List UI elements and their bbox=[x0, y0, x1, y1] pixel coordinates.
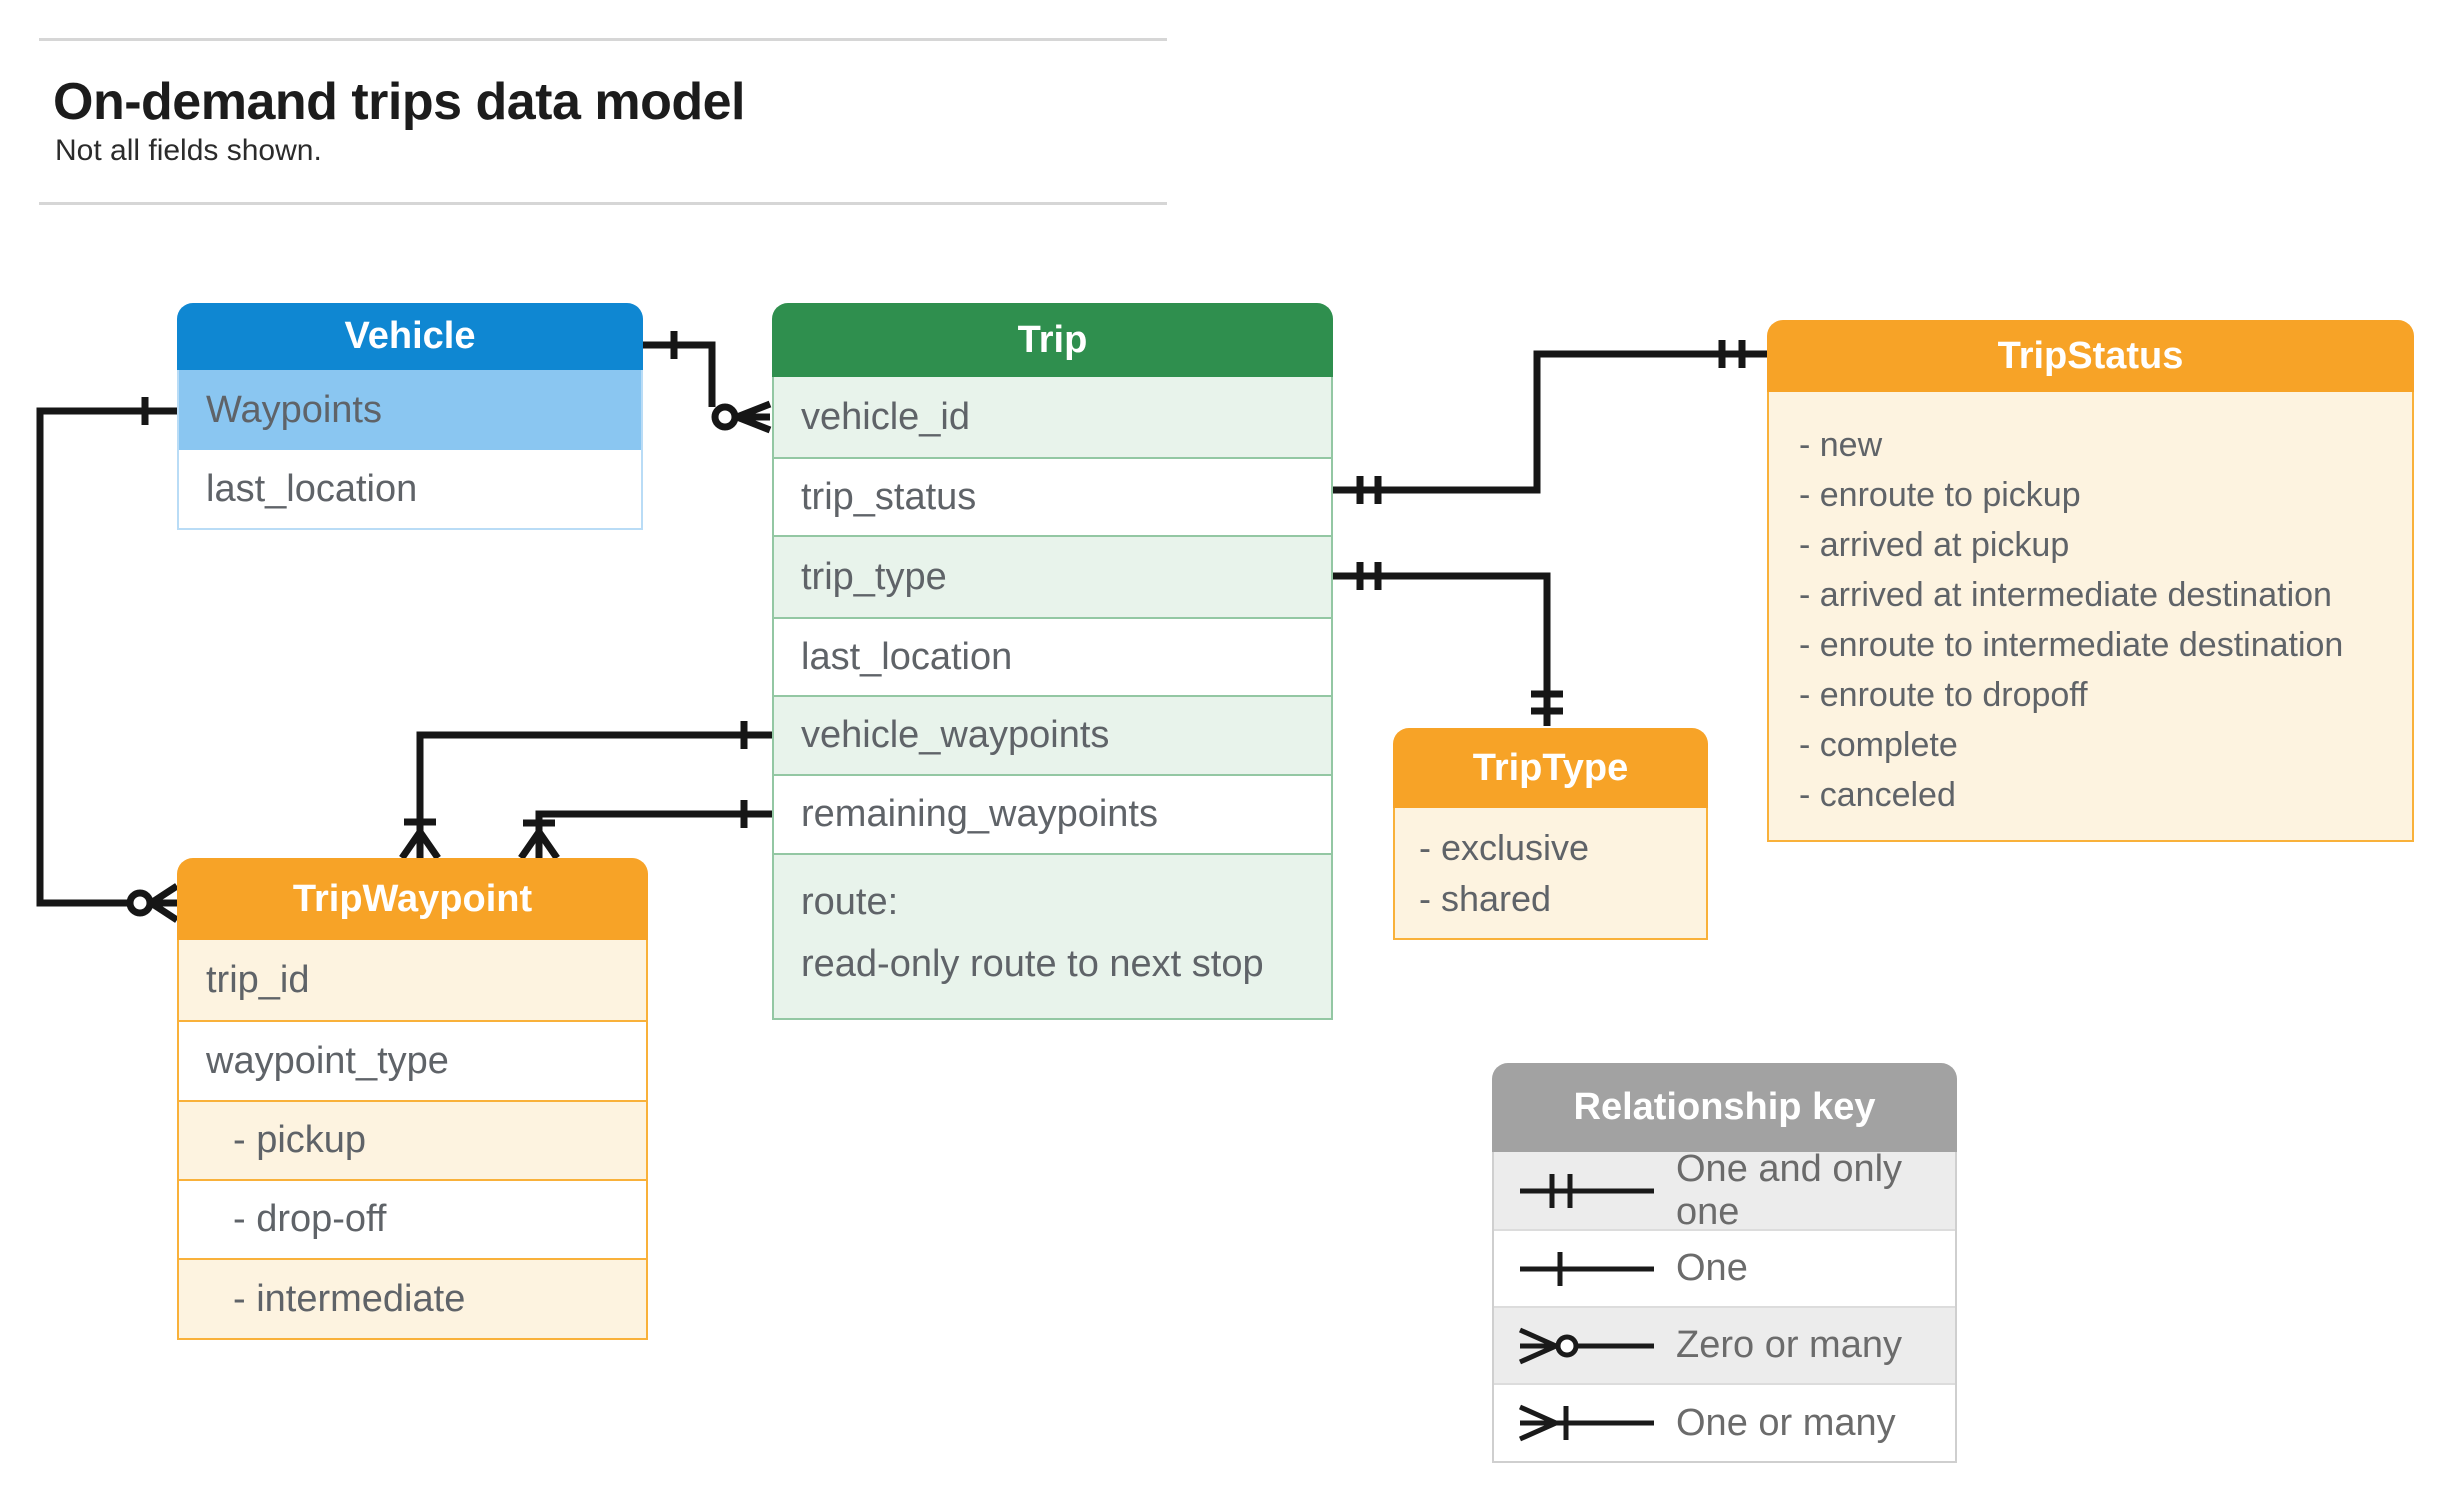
entity-tripstatus-title: TripStatus bbox=[1767, 320, 2414, 392]
top-divider bbox=[39, 38, 1167, 41]
wire-trip-tripstatus bbox=[1333, 340, 1767, 504]
entity-vehicle-title: Vehicle bbox=[177, 303, 643, 370]
field-vehicle-id: vehicle_id bbox=[774, 377, 1331, 457]
relationship-key-title: Relationship key bbox=[1492, 1063, 1957, 1152]
wire-remaining-waypoints-tripwaypoint bbox=[518, 800, 772, 860]
bottom-divider bbox=[39, 202, 1167, 205]
one-and-only-one-icon bbox=[1520, 1173, 1654, 1208]
wire-vehicle-trip bbox=[643, 331, 772, 434]
entity-vehicle: Vehicle Waypoints last_location bbox=[177, 303, 643, 530]
value-pickup: - pickup bbox=[179, 1100, 646, 1179]
entity-triptype: TripType - exclusive - shared bbox=[1393, 728, 1708, 940]
field-route: route: read-only route to next stop bbox=[774, 853, 1331, 1018]
entity-trip-body: vehicle_id trip_status trip_type last_lo… bbox=[772, 377, 1333, 1020]
legend-row: Zero or many bbox=[1494, 1306, 1955, 1383]
field-waypoints: Waypoints bbox=[179, 370, 641, 450]
one-icon bbox=[1520, 1251, 1654, 1286]
field-remaining-waypoints: remaining_waypoints bbox=[774, 774, 1331, 853]
entity-trip: Trip vehicle_id trip_status trip_type la… bbox=[772, 303, 1333, 1020]
field-trip-id: trip_id bbox=[179, 940, 646, 1020]
legend-label: One or many bbox=[1676, 1401, 1896, 1444]
entity-tripstatus-body: - new - enroute to pickup - arrived at p… bbox=[1767, 392, 2414, 842]
field-route-label: route: bbox=[801, 881, 899, 923]
relationship-key: Relationship key One and only one One Ze… bbox=[1492, 1063, 1957, 1463]
legend-row: One and only one bbox=[1494, 1148, 1955, 1233]
field-last-location: last_location bbox=[774, 617, 1331, 695]
tripstatus-values: - new - enroute to pickup - arrived at p… bbox=[1799, 426, 2344, 814]
entity-tripwaypoint-body: trip_id waypoint_type - pickup - drop-of… bbox=[177, 940, 648, 1340]
entity-triptype-body: - exclusive - shared bbox=[1393, 808, 1708, 940]
legend-label: One and only one bbox=[1676, 1147, 1903, 1233]
one-or-many-icon bbox=[1518, 1404, 1654, 1442]
entity-tripstatus: TripStatus - new - enroute to pickup - a… bbox=[1767, 320, 2414, 842]
entity-trip-title: Trip bbox=[772, 303, 1333, 377]
entity-tripwaypoint: TripWaypoint trip_id waypoint_type - pic… bbox=[177, 858, 648, 1340]
legend-label: One bbox=[1676, 1247, 1748, 1289]
entity-tripwaypoint-title: TripWaypoint bbox=[177, 858, 648, 940]
page-subtitle: Not all fields shown. bbox=[55, 134, 322, 167]
field-route-description: read-only route to next stop bbox=[801, 943, 1264, 985]
legend-label: Zero or many bbox=[1676, 1324, 1902, 1366]
relationship-key-body: One and only one One Zero or many One or… bbox=[1492, 1148, 1957, 1463]
legend-row: One bbox=[1494, 1229, 1955, 1306]
wire-trip-triptype bbox=[1333, 562, 1563, 726]
entity-vehicle-body: Waypoints last_location bbox=[177, 370, 643, 530]
field-last-location: last_location bbox=[179, 450, 641, 528]
field-vehicle-waypoints: vehicle_waypoints bbox=[774, 695, 1331, 774]
triptype-values: - exclusive - shared bbox=[1419, 827, 1590, 919]
value-intermediate: - intermediate bbox=[179, 1258, 646, 1338]
wire-vehicle-tripwaypoint bbox=[36, 397, 179, 923]
field-trip-status: trip_status bbox=[774, 457, 1331, 535]
page-title: On-demand trips data model bbox=[53, 73, 745, 131]
value-drop-off: - drop-off bbox=[179, 1179, 646, 1258]
wire-vehicle-waypoints-tripwaypoint bbox=[399, 721, 772, 860]
legend-row: One or many bbox=[1494, 1383, 1955, 1461]
entity-triptype-title: TripType bbox=[1393, 728, 1708, 808]
field-trip-type: trip_type bbox=[774, 535, 1331, 617]
field-waypoint-type: waypoint_type bbox=[179, 1020, 646, 1100]
zero-or-many-icon bbox=[1518, 1327, 1654, 1364]
